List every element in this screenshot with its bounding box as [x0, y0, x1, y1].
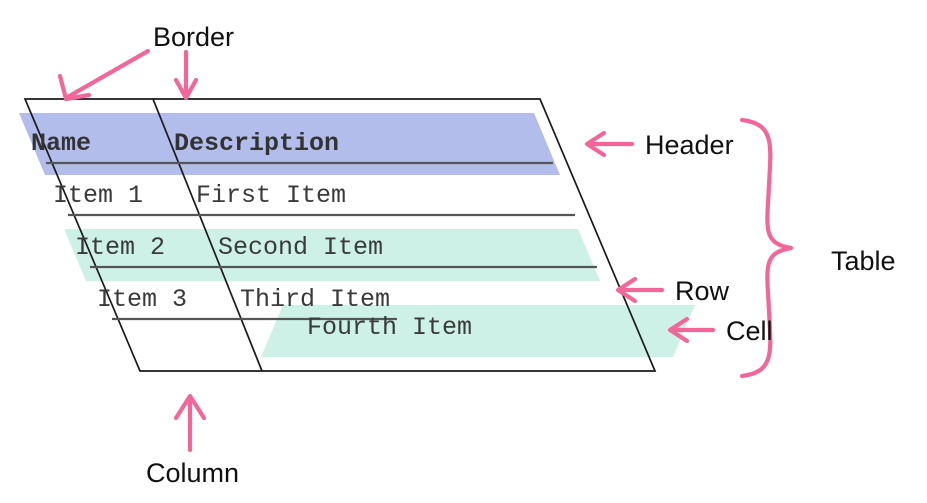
row-1-cell-name: Item 1	[53, 181, 144, 210]
row-3-cell-name: Item 3	[97, 285, 188, 314]
label-row: Row	[675, 276, 730, 306]
header-band	[19, 113, 560, 175]
highlighted-cell-text: Fourth Item	[307, 313, 473, 342]
header-cell-name: Name	[31, 129, 92, 158]
row-1-cell-description: First Item	[196, 181, 347, 210]
arrow-cell	[667, 316, 716, 344]
label-column: Column	[146, 458, 240, 488]
arrow-border-diagonal	[57, 48, 151, 102]
header-cell-description: Description	[174, 129, 340, 158]
arrow-header	[584, 130, 635, 158]
label-table: Table	[831, 246, 896, 276]
row-3-cell-description: Third Item	[240, 285, 391, 314]
arrow-border-vertical	[173, 49, 199, 101]
label-header: Header	[645, 130, 734, 160]
row-2-cell-name: Item 2	[75, 233, 166, 262]
arrow-row	[615, 276, 665, 304]
arrow-column	[173, 393, 207, 453]
label-cell: Cell	[726, 316, 773, 346]
table-border-outline	[23, 98, 657, 372]
column-divider-line	[152, 98, 263, 372]
brace-table	[739, 117, 794, 379]
label-border: Border	[153, 22, 235, 52]
row-2-cell-description: Second Item	[218, 233, 384, 262]
